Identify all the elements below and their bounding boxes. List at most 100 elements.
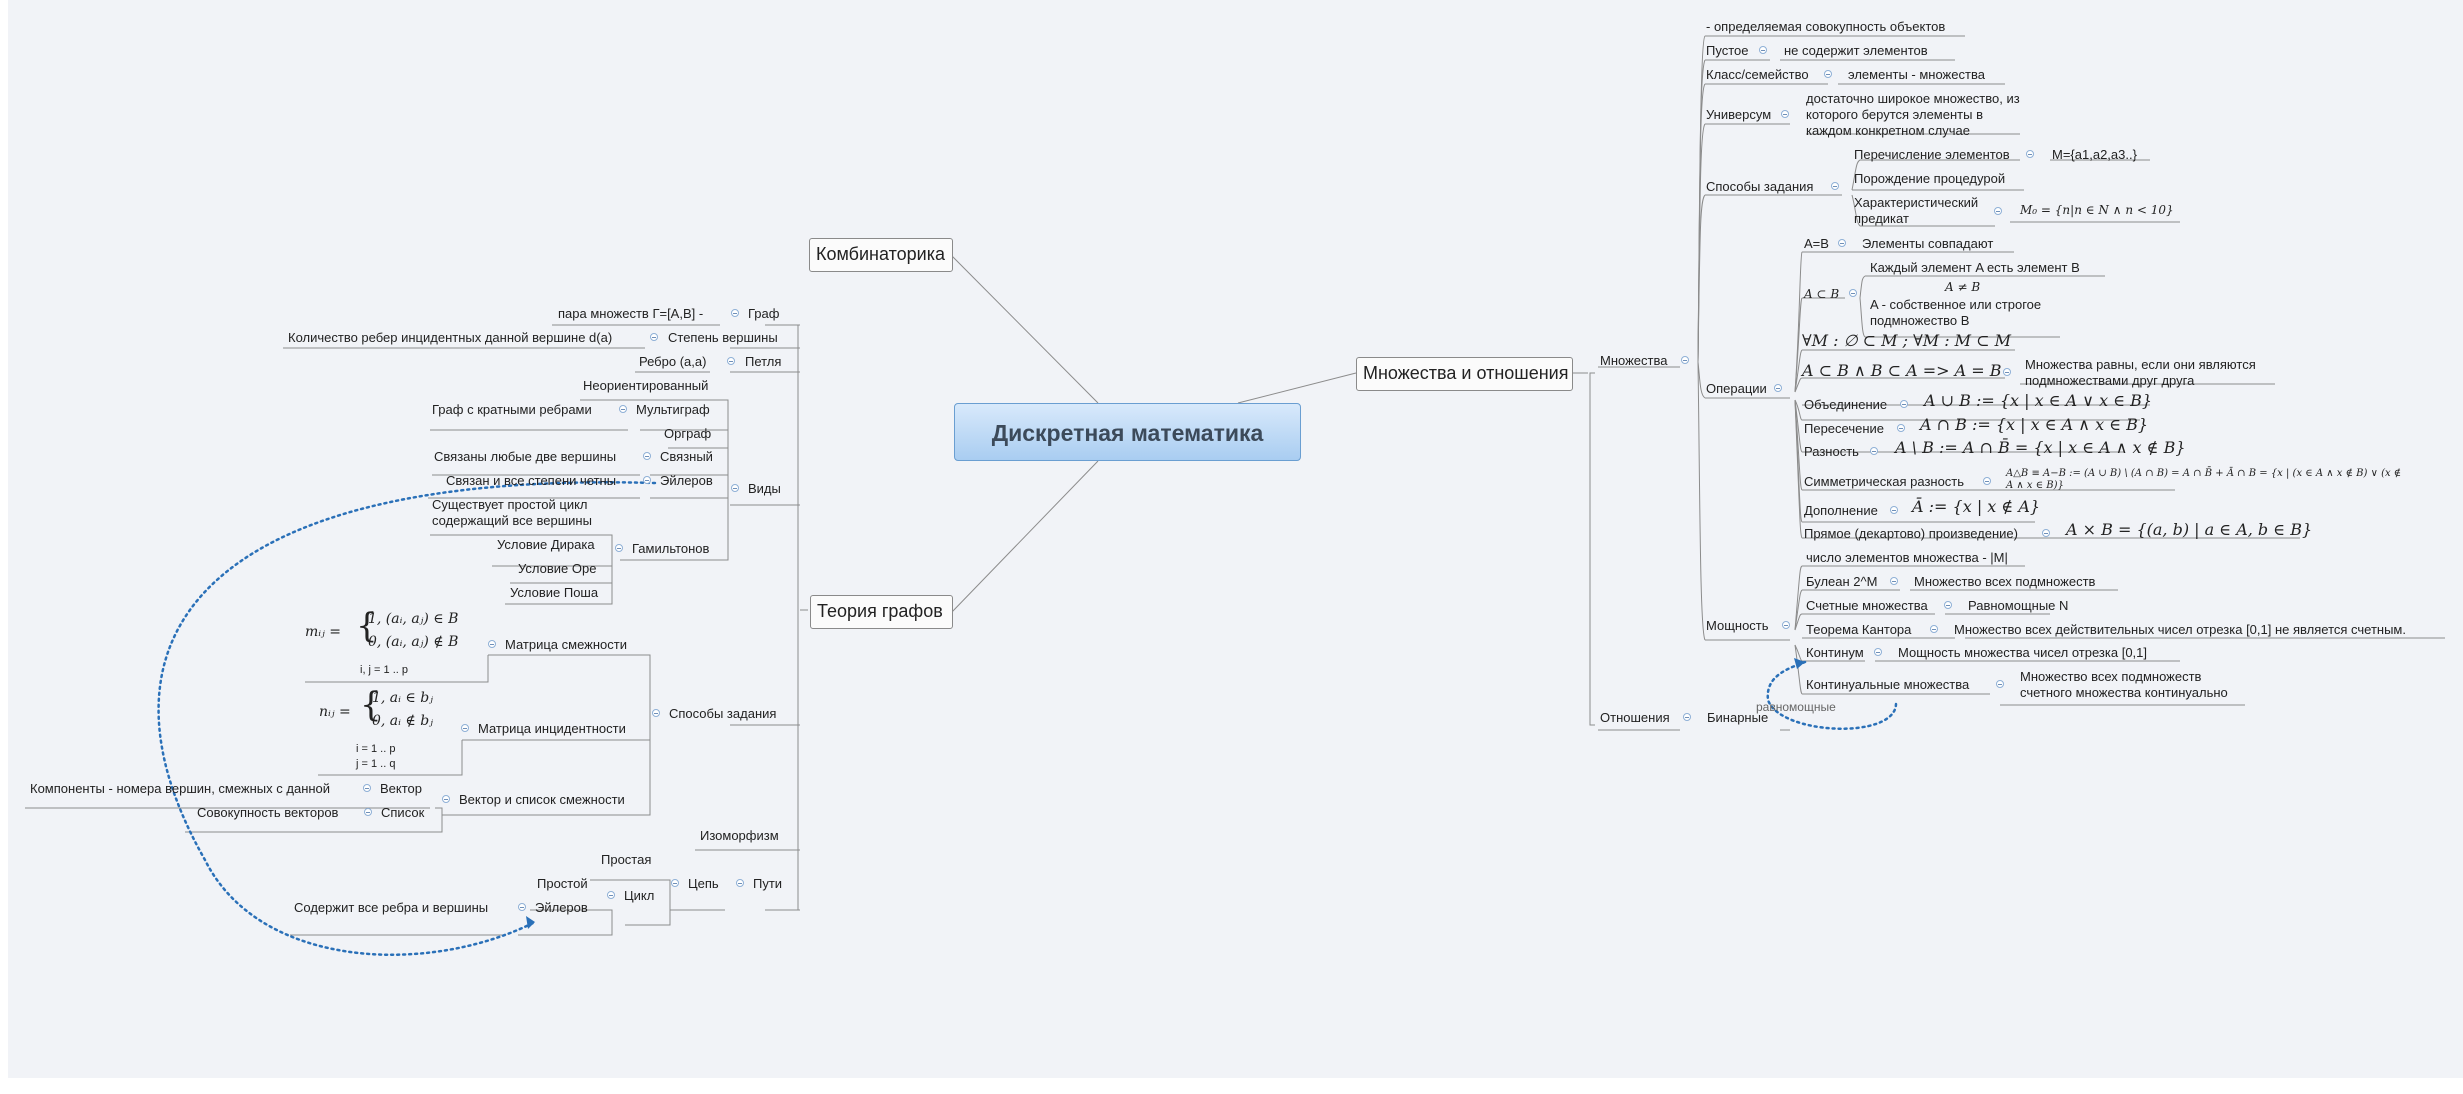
class-family-node[interactable]: Класс/семейство — [1706, 67, 1809, 82]
collapse-icon[interactable] — [1994, 207, 2002, 215]
dirac-condition[interactable]: Условие Дирака — [497, 537, 595, 552]
cardinality-def[interactable]: число элементов множества - |M| — [1806, 550, 2008, 565]
collapse-icon[interactable] — [736, 879, 744, 887]
collapse-icon[interactable] — [1874, 648, 1882, 656]
equality-node[interactable]: A=B — [1804, 236, 1829, 251]
isomorphism-node[interactable]: Изоморфизм — [700, 828, 779, 843]
collapse-icon[interactable] — [1870, 447, 1878, 455]
subset-neq[interactable]: A ≠ B — [1945, 280, 1981, 294]
collapse-icon[interactable] — [1781, 110, 1789, 118]
collapse-icon[interactable] — [652, 709, 660, 717]
mutual-subset-formula[interactable]: A ⊂ B ∧ B ⊂ A => A = B — [1802, 361, 2002, 380]
collapse-icon[interactable] — [1897, 424, 1905, 432]
union-formula[interactable]: A ∪ B := {x | x ∈ A ∨ x ∈ B} — [1924, 391, 2153, 410]
cartesian-formula[interactable]: A × B = {(a, b) | a ∈ A, b ∈ B} — [2066, 520, 2313, 539]
cantor-desc[interactable]: Множество всех действительных чисел отре… — [1954, 622, 2406, 637]
collapse-icon[interactable] — [643, 476, 651, 484]
vector-def[interactable]: Компоненты - номера вершин, смежных с да… — [30, 781, 331, 796]
intersection-formula[interactable]: A ∩ B := {x | x ∈ A ∧ x ∈ B} — [1920, 415, 2149, 434]
collapse-icon[interactable] — [1838, 239, 1846, 247]
subset-each-desc[interactable]: Каждый элемент A есть элемент B — [1870, 260, 2080, 275]
cycle-simple[interactable]: Простой — [537, 876, 588, 891]
collapse-icon[interactable] — [731, 309, 739, 317]
multigraph-node[interactable]: Мультиграф — [636, 402, 710, 417]
continuum-node[interactable]: Континум — [1806, 645, 1864, 660]
hamilton-node[interactable]: Гамильтонов — [632, 541, 710, 556]
subset-proper-desc[interactable]: A - собственное или строгое подмножество… — [1870, 297, 2042, 328]
cycle-euler[interactable]: Эйлеров — [535, 900, 588, 915]
procedure-node[interactable]: Порождение процедурой — [1854, 171, 2006, 186]
boolean-desc[interactable]: Множество всех подмножеств — [1914, 574, 2096, 589]
countable-desc[interactable]: Равномощные N — [1968, 598, 2069, 613]
collapse-icon[interactable] — [2003, 368, 2011, 376]
cycle-euler-def[interactable]: Содержит все ребра и вершины — [294, 900, 489, 915]
collapse-icon[interactable] — [650, 333, 658, 341]
graph-node[interactable]: Граф — [748, 306, 780, 321]
topic-graph-theory[interactable]: Теория графов — [810, 595, 953, 629]
hamilton-def[interactable]: Существует простой цикл содержащий все в… — [432, 497, 592, 528]
continuum-desc[interactable]: Мощность множества чисел отрезка [0,1] — [1898, 645, 2148, 660]
difference-node[interactable]: Разность — [1804, 444, 1859, 459]
difference-formula[interactable]: A \ B := A ∩ B̄ = {x | x ∈ A ∧ x ∉ B} — [1895, 438, 2186, 457]
collapse-icon[interactable] — [1831, 182, 1839, 190]
mutual-subset-desc[interactable]: Множества равны, если они являются подмн… — [2025, 357, 2256, 388]
collapse-icon[interactable] — [727, 357, 735, 365]
sets-node[interactable]: Множества — [1600, 353, 1668, 368]
empty-set-desc[interactable]: не содержит элементов — [1784, 43, 1928, 58]
cartesian-node[interactable]: Прямое (декартово) произведение) — [1804, 526, 2018, 541]
countable-node[interactable]: Счетные множества — [1806, 598, 1928, 613]
collapse-icon[interactable] — [1930, 625, 1938, 633]
class-family-desc[interactable]: элементы - множества — [1848, 67, 1985, 82]
collapse-icon[interactable] — [1681, 356, 1689, 364]
empty-set-node[interactable]: Пустое — [1706, 43, 1749, 58]
paths-node[interactable]: Пути — [753, 876, 783, 891]
root-topic[interactable]: Дискретная математика — [954, 403, 1301, 461]
topic-combinatorics[interactable]: Комбинаторика — [809, 238, 953, 272]
collapse-icon[interactable] — [442, 795, 450, 803]
graph-def[interactable]: пара множеств Г=[A,B] - — [558, 306, 704, 321]
universe-node[interactable]: Универсум — [1706, 107, 1772, 122]
equality-desc[interactable]: Элементы совпадают — [1862, 236, 1994, 251]
empty-subset-formula[interactable]: ∀M : ∅ ⊂ M ; ∀M : M ⊂ M — [1802, 331, 2012, 350]
vector-node[interactable]: Вектор — [380, 781, 423, 796]
collapse-icon[interactable] — [619, 405, 627, 413]
cardinality-node[interactable]: Мощность — [1706, 618, 1769, 633]
collapse-icon[interactable] — [488, 640, 496, 648]
continual-sets-node[interactable]: Континуальные множества — [1806, 677, 1970, 692]
predicate-node[interactable]: Характеристический предикат — [1854, 195, 1979, 226]
collapse-icon[interactable] — [364, 808, 372, 816]
graph-ways-node[interactable]: Способы задания — [669, 706, 777, 721]
collapse-icon[interactable] — [607, 891, 615, 899]
collapse-icon[interactable] — [1983, 477, 1991, 485]
list-node[interactable]: Список — [381, 805, 425, 820]
predicate-example[interactable]: M₀ = {n|n ∈ N ∧ n < 10} — [2020, 203, 2174, 217]
connected-node[interactable]: Связный — [660, 449, 713, 464]
chain-node[interactable]: Цепь — [688, 876, 719, 891]
connected-def[interactable]: Связаны любые две вершины — [434, 449, 617, 464]
loop-def[interactable]: Ребро (a,a) — [639, 354, 707, 369]
vector-list-node[interactable]: Вектор и список смежности — [459, 792, 625, 807]
collapse-icon[interactable] — [461, 724, 469, 732]
collapse-icon[interactable] — [1774, 384, 1782, 392]
enum-node[interactable]: Перечисление элементов — [1854, 147, 2010, 162]
complement-node[interactable]: Дополнение — [1804, 503, 1878, 518]
adjacency-matrix-node[interactable]: Матрица смежности — [505, 637, 627, 652]
sets-ways-node[interactable]: Способы задания — [1706, 179, 1814, 194]
ore-condition[interactable]: Условие Оре — [518, 561, 597, 576]
cantor-node[interactable]: Теорема Кантора — [1806, 622, 1912, 637]
operations-node[interactable]: Операции — [1706, 381, 1767, 396]
binary-relations-node[interactable]: Бинарные — [1707, 710, 1769, 725]
collapse-icon[interactable] — [1683, 713, 1691, 721]
loop-node[interactable]: Петля — [745, 354, 782, 369]
union-node[interactable]: Объединение — [1804, 397, 1888, 412]
list-def[interactable]: Совокупность векторов — [197, 805, 339, 820]
collapse-icon[interactable] — [2026, 150, 2034, 158]
collapse-icon[interactable] — [1890, 577, 1898, 585]
collapse-icon[interactable] — [643, 452, 651, 460]
degree-def[interactable]: Количество ребер инцидентных данной верш… — [288, 330, 613, 345]
undirected-node[interactable]: Неориентированный — [583, 378, 709, 393]
collapse-icon[interactable] — [1782, 621, 1790, 629]
collapse-icon[interactable] — [731, 484, 739, 492]
collapse-icon[interactable] — [1759, 46, 1767, 54]
enum-example[interactable]: M={a1,a2,a3..} — [2052, 147, 2137, 162]
